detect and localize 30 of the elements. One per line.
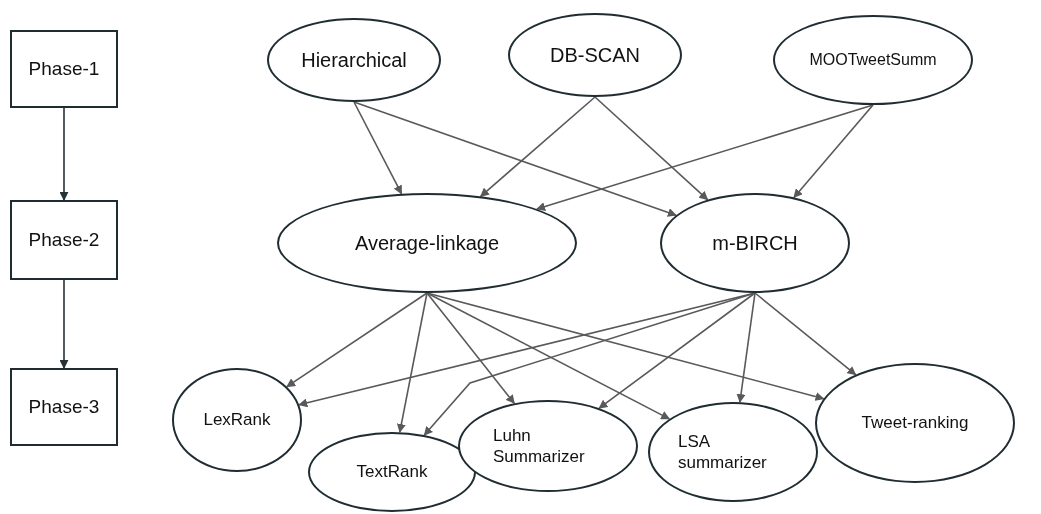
phase-box bbox=[10, 368, 118, 446]
node-label: Tweet-ranking bbox=[861, 412, 969, 434]
node-label: m-BIRCH bbox=[712, 230, 798, 256]
arrow bbox=[594, 96, 709, 201]
node-label: DB-SCAN bbox=[550, 42, 640, 68]
node-label: LexRank bbox=[203, 409, 271, 431]
arrow bbox=[59, 279, 69, 369]
node-label: Phase-2 bbox=[28, 228, 100, 252]
arrow bbox=[736, 292, 756, 404]
arrow bbox=[598, 292, 756, 409]
phase-box bbox=[10, 200, 118, 280]
arrow bbox=[426, 292, 825, 401]
arrow bbox=[754, 292, 857, 376]
arrow bbox=[426, 292, 671, 420]
arrow bbox=[353, 101, 677, 217]
node-label: Hierarchical bbox=[301, 47, 407, 73]
node-label: Phase-1 bbox=[28, 57, 100, 81]
node-label: MOOTweetSumm bbox=[809, 50, 937, 70]
node-label: TextRank bbox=[356, 461, 428, 483]
phase-box bbox=[10, 30, 118, 108]
arrow bbox=[536, 104, 874, 211]
arrow bbox=[59, 107, 69, 201]
arrow bbox=[793, 104, 874, 199]
node-label: Average-linkage bbox=[354, 230, 500, 256]
node-label: LSA summarizer bbox=[678, 430, 768, 474]
arrow bbox=[396, 292, 428, 434]
arrow bbox=[286, 292, 428, 388]
node-label: Phase-3 bbox=[28, 395, 100, 419]
arrow bbox=[353, 101, 403, 195]
node-label: Luhn Summarizer bbox=[493, 424, 586, 468]
